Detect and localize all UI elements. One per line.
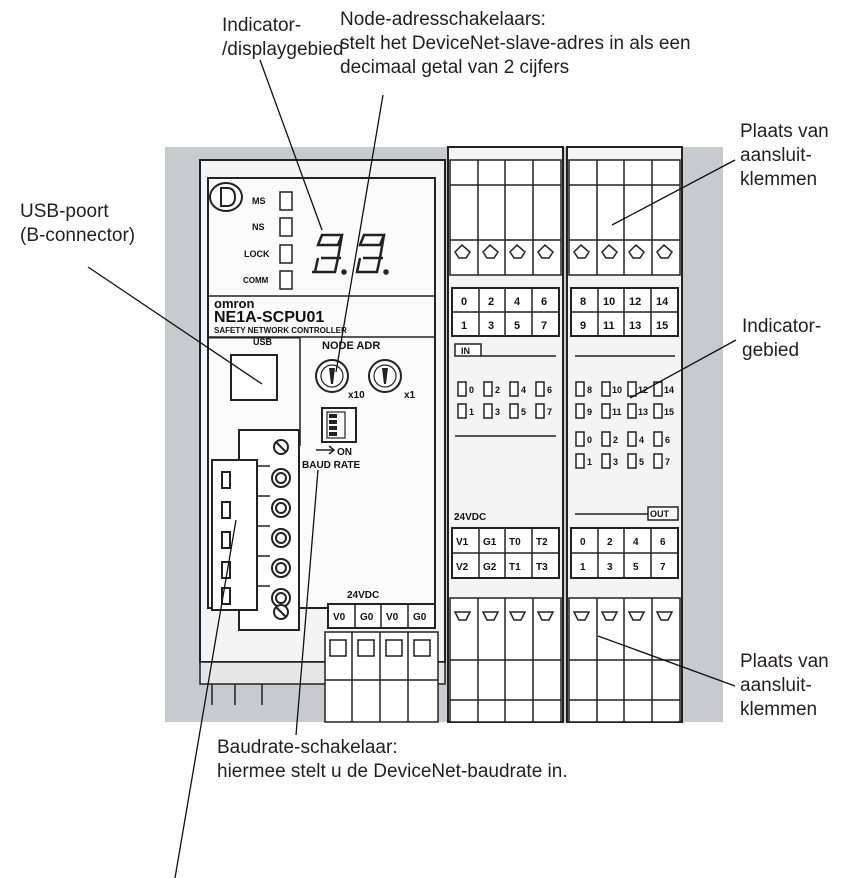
svg-text:10: 10: [612, 385, 622, 395]
x10-label: x10: [348, 390, 365, 401]
power-term-g0b: G0: [413, 612, 427, 623]
devicenet-connector[interactable]: [212, 430, 299, 630]
svg-text:V2: V2: [456, 562, 469, 573]
power-term-v0b: V0: [386, 612, 399, 623]
svg-text:5: 5: [633, 562, 639, 573]
svg-text:15: 15: [664, 407, 674, 417]
svg-text:13: 13: [638, 407, 648, 417]
model-name: NE1A-SCPU01: [214, 309, 324, 326]
svg-text:1: 1: [461, 320, 467, 332]
svg-text:G1: G1: [483, 537, 497, 548]
d-logo-icon: [210, 183, 242, 211]
led-label-ns: NS: [252, 222, 265, 232]
svg-text:T3: T3: [536, 562, 548, 573]
svg-text:2: 2: [613, 435, 618, 445]
svg-text:8: 8: [580, 296, 586, 308]
x1-label: x1: [404, 390, 416, 401]
svg-text:6: 6: [547, 385, 552, 395]
svg-text:2: 2: [488, 296, 494, 308]
led-ms: [280, 192, 292, 210]
svg-text:3: 3: [495, 407, 500, 417]
svg-text:14: 14: [664, 385, 674, 395]
svg-text:6: 6: [665, 435, 670, 445]
svg-text:13: 13: [629, 320, 641, 332]
led-label-ms: MS: [252, 196, 266, 206]
output-terminal-grid: 0 2 4 6 1 3 5 7: [571, 528, 678, 578]
led-comm: [280, 271, 292, 289]
svg-text:5: 5: [514, 320, 520, 332]
node-address-switch-x10[interactable]: [316, 360, 348, 392]
power-term-v0: V0: [333, 612, 346, 623]
svg-text:1: 1: [587, 457, 592, 467]
model-subtitle: SAFETY NETWORK CONTROLLER: [214, 326, 347, 335]
in-label: IN: [461, 346, 470, 356]
svg-text:T1: T1: [509, 562, 521, 573]
svg-text:11: 11: [603, 320, 615, 332]
svg-text:14: 14: [656, 296, 669, 308]
led-ns: [280, 218, 292, 236]
led-label-comm: COMM: [243, 276, 269, 285]
input-module: 0 2 4 6 1 3 5 7 IN 0 2 4 6 1 3 5 7 24VDC: [448, 147, 563, 722]
svg-text:6: 6: [541, 296, 547, 308]
svg-text:2: 2: [607, 537, 613, 548]
svg-text:6: 6: [660, 537, 666, 548]
svg-text:4: 4: [633, 537, 639, 548]
node-adr-label: NODE ADR: [322, 340, 380, 352]
usb-port[interactable]: [231, 355, 277, 400]
svg-text:T2: T2: [536, 537, 548, 548]
svg-text:7: 7: [660, 562, 666, 573]
output-module: 8 10 12 14 9 11 13 15 8 10 12 14 9 11 13…: [567, 147, 682, 722]
svg-text:5: 5: [639, 457, 644, 467]
svg-text:8: 8: [587, 385, 592, 395]
mid-terminal-grid: V1 G1 T0 T2 V2 G2 T1 T3: [452, 528, 559, 578]
cpu-power-terminals: V0 G0 V0 G0: [328, 604, 435, 628]
svg-text:5: 5: [521, 407, 526, 417]
svg-text:0: 0: [469, 385, 474, 395]
svg-text:0: 0: [587, 435, 592, 445]
svg-text:0: 0: [580, 537, 586, 548]
svg-text:7: 7: [541, 320, 547, 332]
power-term-g0: G0: [360, 612, 374, 623]
svg-text:10: 10: [603, 296, 615, 308]
node-address-switch-x1[interactable]: [369, 360, 401, 392]
svg-text:7: 7: [547, 407, 552, 417]
svg-text:4: 4: [521, 385, 526, 395]
svg-text:12: 12: [629, 296, 641, 308]
svg-text:11: 11: [612, 407, 622, 417]
svg-text:4: 4: [514, 296, 521, 308]
svg-text:9: 9: [580, 320, 586, 332]
svg-text:V1: V1: [456, 537, 469, 548]
svg-text:2: 2: [495, 385, 500, 395]
baud-rate-label: BAUD RATE: [302, 460, 360, 471]
svg-text:1: 1: [469, 407, 474, 417]
led-lock: [280, 245, 292, 263]
cpu-unit: MS NS LOCK COMM omron NE1A-SCPU01 SAFETY…: [200, 160, 445, 722]
svg-text:15: 15: [656, 320, 668, 332]
svg-text:3: 3: [613, 457, 618, 467]
input-number-grid: 0 2 4 6 1 3 5 7: [452, 288, 559, 336]
led-label-lock: LOCK: [244, 249, 270, 259]
svg-text:4: 4: [639, 435, 644, 445]
mid-power-label: 24VDC: [454, 512, 486, 523]
out-label: OUT: [650, 509, 670, 519]
svg-text:1: 1: [580, 562, 586, 573]
output-number-grid: 8 10 12 14 9 11 13 15: [571, 288, 678, 336]
svg-text:T0: T0: [509, 537, 521, 548]
svg-text:9: 9: [587, 407, 592, 417]
svg-text:3: 3: [488, 320, 494, 332]
baud-rate-dip-switch[interactable]: [322, 408, 356, 442]
cpu-bottom-terminal-block: [325, 632, 438, 722]
svg-text:G2: G2: [483, 562, 497, 573]
svg-text:3: 3: [607, 562, 613, 573]
on-label: ON: [337, 447, 352, 458]
svg-text:7: 7: [665, 457, 670, 467]
svg-text:0: 0: [461, 296, 467, 308]
cpu-power-label: 24VDC: [347, 590, 379, 601]
